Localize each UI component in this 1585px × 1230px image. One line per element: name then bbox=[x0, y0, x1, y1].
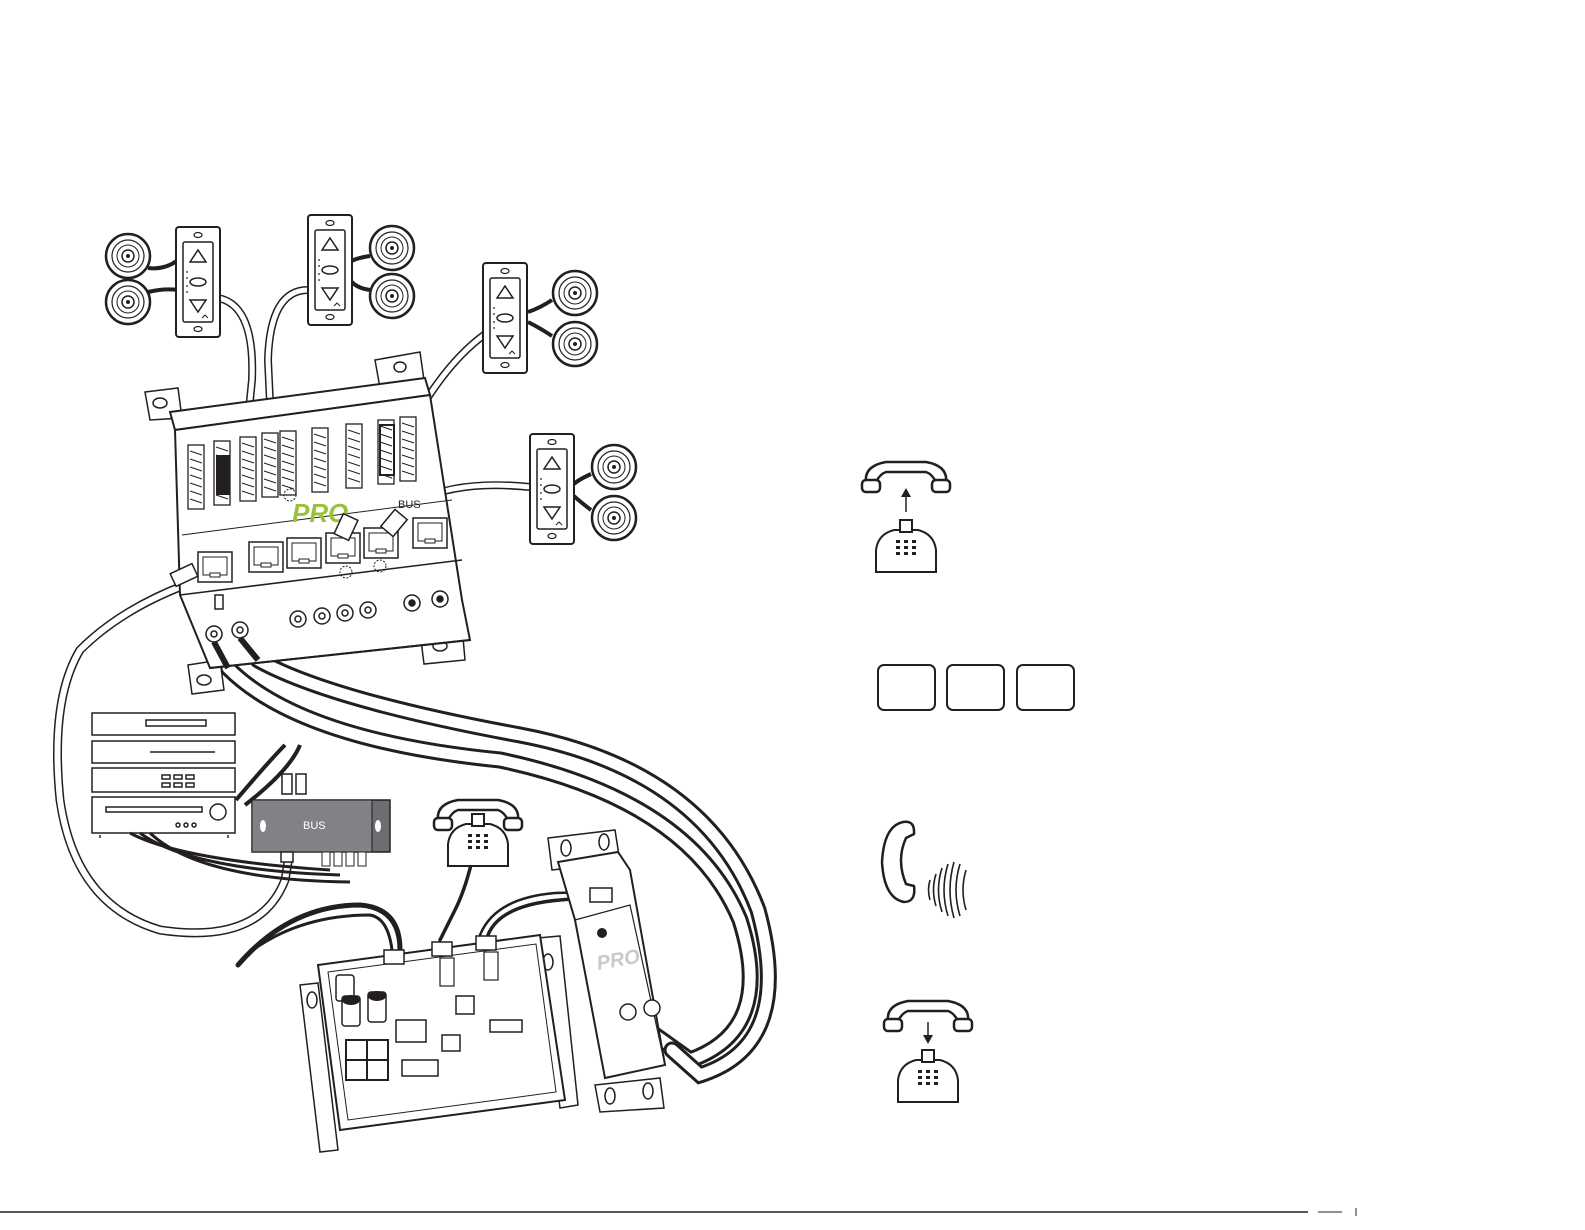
speaker-icon bbox=[592, 496, 636, 540]
desk-telephone-icon bbox=[434, 800, 522, 866]
abus-pro-hub: PRO BUS bbox=[145, 352, 470, 694]
code-digit-box bbox=[878, 665, 935, 710]
hub-brand-label: BUS bbox=[398, 499, 421, 511]
interface-brand-label: BUS bbox=[303, 820, 326, 832]
step-4-hang-up-handset-icon bbox=[884, 1001, 972, 1102]
code-digit-box bbox=[1017, 665, 1074, 710]
speaker-icon bbox=[106, 234, 150, 278]
step-3-listen-handset-icon bbox=[882, 822, 966, 918]
abus-interface-box: BUS bbox=[252, 774, 390, 866]
room-1-zone bbox=[106, 227, 220, 337]
speaker-icon bbox=[553, 322, 597, 366]
code-digit-box bbox=[947, 665, 1004, 710]
step-2-dial-code-boxes-icon bbox=[878, 665, 1074, 710]
audio-source-stack bbox=[92, 713, 235, 838]
speaker-icon bbox=[370, 274, 414, 318]
volume-keypad-icon bbox=[308, 215, 352, 325]
speaker-icon bbox=[370, 226, 414, 270]
room-4-zone bbox=[530, 434, 636, 544]
volume-keypad-icon bbox=[530, 434, 574, 544]
volume-keypad-icon bbox=[176, 227, 220, 337]
step-1-lift-handset-icon bbox=[862, 462, 950, 572]
speaker-icon bbox=[553, 271, 597, 315]
speaker-icon bbox=[106, 280, 150, 324]
volume-keypad-icon bbox=[483, 263, 527, 373]
room-3-zone bbox=[483, 263, 597, 373]
room-2-zone bbox=[308, 215, 414, 325]
distribution-board bbox=[300, 935, 578, 1152]
speaker-icon bbox=[592, 445, 636, 489]
